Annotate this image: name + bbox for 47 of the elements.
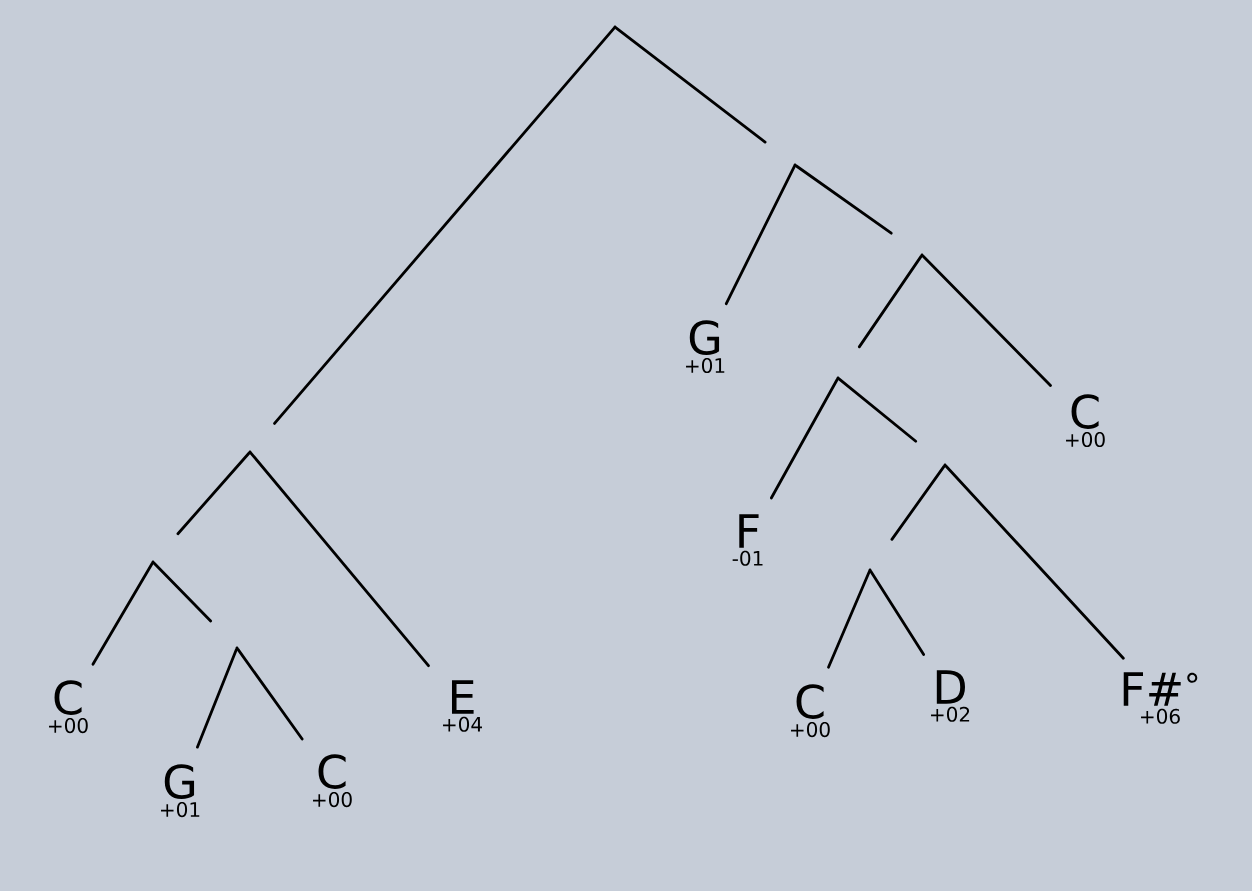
chord-letter: E xyxy=(452,680,474,714)
chord-letter: C xyxy=(54,680,82,715)
tree-branch xyxy=(152,561,213,623)
chord-letter: C xyxy=(318,754,346,789)
offset-number: +00 xyxy=(49,718,88,734)
tree-branch xyxy=(869,570,926,656)
tree-branch xyxy=(196,648,238,749)
offset-number: +01 xyxy=(686,358,725,374)
branch-point xyxy=(151,560,155,564)
offset-number: +00 xyxy=(791,722,830,738)
offset-number: +06 xyxy=(1141,708,1180,724)
chord-letter: F xyxy=(739,514,759,548)
branch-point xyxy=(920,253,924,257)
branch-point xyxy=(943,463,947,467)
offset-number: +04 xyxy=(443,716,482,732)
tree-branch xyxy=(795,164,893,235)
offset-number: +01 xyxy=(161,802,200,818)
chord-letter: F#$^{°}$ xyxy=(1123,672,1198,706)
branch-point xyxy=(248,450,252,454)
tree-branch xyxy=(273,26,616,425)
chord-letter: G xyxy=(689,320,720,355)
branch-point xyxy=(793,163,797,167)
tree-branch xyxy=(827,570,871,669)
tree-branch xyxy=(91,562,154,666)
tree-branch xyxy=(724,165,796,306)
tree-branch xyxy=(249,451,430,668)
branch-point xyxy=(836,376,840,380)
offset-number: -01 xyxy=(732,550,763,566)
chord-letter: G xyxy=(164,764,195,799)
chord-letter: C xyxy=(796,684,824,719)
tree-branch xyxy=(236,648,304,741)
tree-branch xyxy=(890,465,946,541)
chord-letter: D xyxy=(936,670,965,704)
tree-branch xyxy=(614,26,767,144)
tree-branch xyxy=(837,377,918,443)
tree-branch xyxy=(176,451,251,536)
offset-number: +00 xyxy=(1066,432,1105,448)
branch-point xyxy=(235,646,239,650)
branch-point xyxy=(868,568,872,572)
tree-branch xyxy=(944,464,1125,660)
branch-point xyxy=(613,25,617,29)
chord-letter: C xyxy=(1071,394,1099,429)
offset-number: +02 xyxy=(931,706,970,722)
tree-branch xyxy=(857,255,923,349)
tree-branch xyxy=(769,378,839,500)
offset-number: +00 xyxy=(313,792,352,808)
tree-branch xyxy=(921,254,1052,387)
